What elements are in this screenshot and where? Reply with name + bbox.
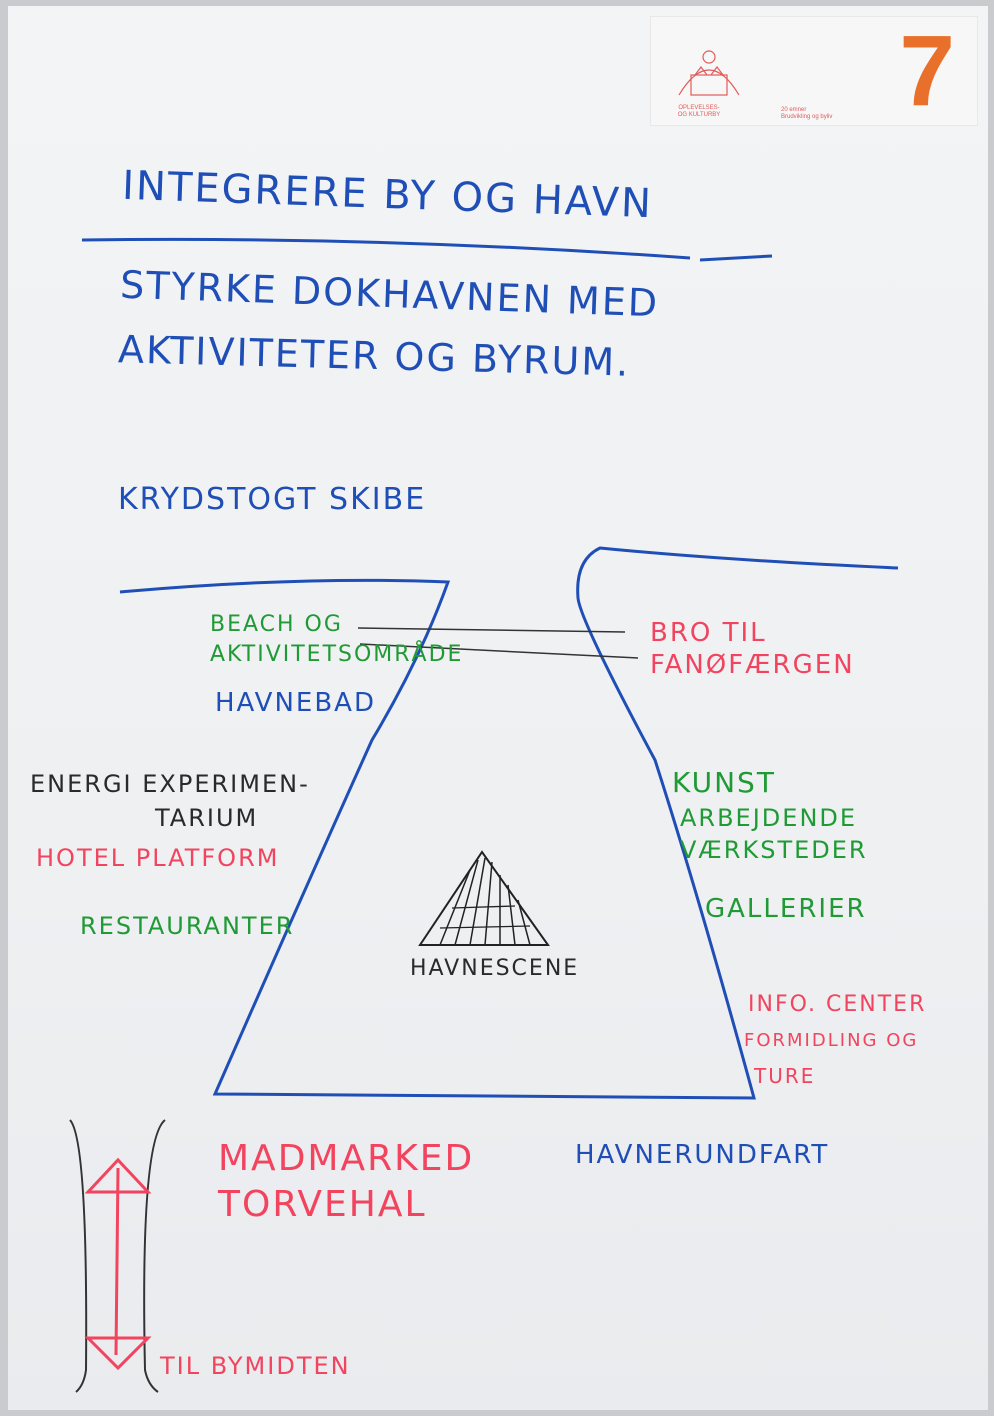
- bridge-line: [357, 627, 639, 659]
- label-bro-1: BRO TIL: [650, 618, 767, 648]
- badge-tagline: 20 emner Brudvikling og byliv: [781, 107, 833, 120]
- label-hotel: HOTEL PLATFORM: [36, 844, 280, 872]
- label-info-1: INFO. CENTER: [748, 992, 927, 1017]
- label-havnescene: HAVNESCENE: [410, 956, 580, 981]
- label-gallerier: GALLERIER: [705, 894, 867, 924]
- topic-badge: OPLEVELSES- OG KULTURBY 20 emner Brudvik…: [650, 15, 978, 127]
- label-beach-1: BEACH OG: [210, 612, 343, 637]
- label-madmarked: MADMARKED: [218, 1138, 475, 1179]
- label-restauranter: RESTAURANTER: [80, 912, 295, 940]
- label-kunst: KUNST: [672, 766, 776, 799]
- label-info-3: TURE: [754, 1064, 816, 1088]
- label-krydstogt: KRYDSTOGT SKIBE: [118, 482, 427, 517]
- harbor-outline: [119, 546, 899, 1100]
- label-torvehal: TORVEHAL: [218, 1184, 427, 1225]
- badge-logo-text: OPLEVELSES- OG KULTURBY: [677, 105, 721, 118]
- city-logo-icon: [678, 50, 740, 96]
- label-info-2: FORMIDLING OG: [744, 1030, 919, 1051]
- title-underline: [81, 237, 773, 262]
- label-energi-1: ENERGI EXPERIMEN-: [30, 770, 310, 798]
- label-energi-2: TARIUM: [155, 804, 259, 832]
- label-til-bymidten: TIL BYMIDTEN: [160, 1352, 351, 1380]
- stage-triangle-icon: [418, 850, 550, 946]
- label-bro-2: FANØFÆRGEN: [650, 650, 855, 680]
- double-arrow-icon: [84, 1157, 152, 1371]
- label-vaerksteder: VÆRKSTEDER: [680, 836, 868, 864]
- road-outline: [69, 1119, 166, 1393]
- label-beach-2: AKTIVITETSOMRÅDE: [210, 642, 464, 667]
- label-havnebad: HAVNEBAD: [215, 688, 376, 718]
- badge-number: 7: [899, 15, 955, 127]
- label-havnerundfart: HAVNERUNDFART: [575, 1140, 830, 1170]
- label-arbejdende: ARBEJDENDE: [680, 804, 858, 832]
